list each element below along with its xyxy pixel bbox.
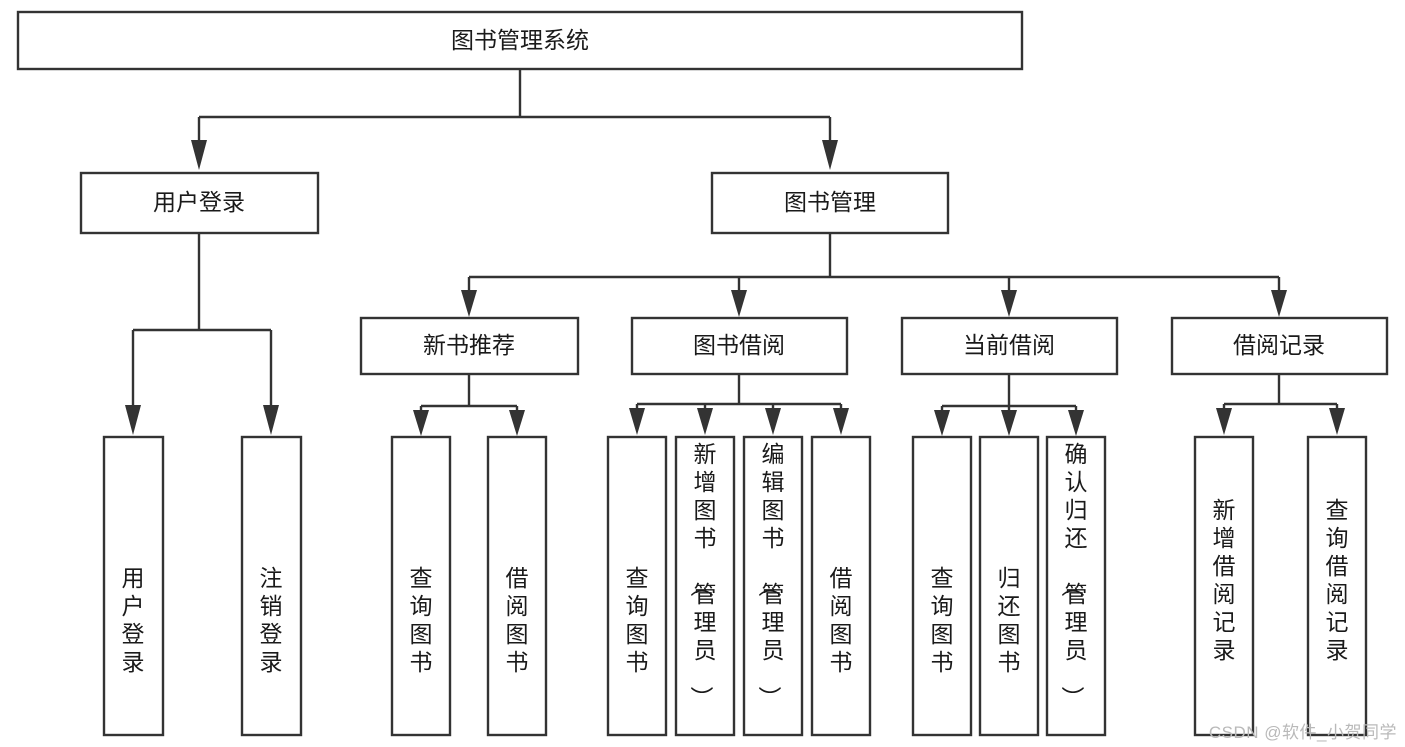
node-book-borrow-box[interactable] bbox=[630, 316, 849, 376]
node-leaf-borrow-book-1-box[interactable] bbox=[486, 435, 548, 737]
node-leaf-borrow-book-1-label: 借阅图书 bbox=[506, 565, 529, 675]
arrow-head-book-manage bbox=[822, 140, 838, 170]
node-leaf-query-book-1[interactable]: 查询图书 bbox=[390, 435, 452, 737]
node-root-box[interactable] bbox=[16, 10, 1024, 71]
node-leaf-confirm-return-box[interactable] bbox=[1045, 435, 1107, 737]
arrow-head-leaf-edit-book bbox=[765, 408, 781, 435]
arrow-head-leaf-borrow-book-2 bbox=[833, 408, 849, 435]
node-leaf-edit-book[interactable]: 编辑图书（管理员） bbox=[742, 435, 804, 737]
node-borrow-record-box[interactable] bbox=[1170, 316, 1389, 376]
node-leaf-logout-label: 注销登录 bbox=[260, 565, 283, 675]
node-new-book-rec-label: 新书推荐 bbox=[423, 332, 515, 358]
node-leaf-query-book-2-label: 查询图书 bbox=[626, 565, 649, 675]
node-leaf-user-login[interactable]: 用户登录 bbox=[102, 435, 165, 737]
node-leaf-confirm-return-label: 确认归还（管理员） bbox=[1060, 441, 1088, 709]
node-leaf-user-login-box[interactable] bbox=[102, 435, 165, 737]
arrow-head-borrow-record bbox=[1271, 290, 1287, 317]
node-leaf-return-book-box[interactable] bbox=[978, 435, 1040, 737]
node-leaf-add-record-label: 新增借阅记录 bbox=[1213, 497, 1236, 663]
node-leaf-confirm-return[interactable]: 确认归还（管理员） bbox=[1045, 435, 1107, 737]
node-leaf-add-record-box[interactable] bbox=[1193, 435, 1255, 737]
arrow-head-leaf-user-login bbox=[125, 405, 141, 435]
node-user-login-label: 用户登录 bbox=[153, 189, 245, 215]
node-leaf-logout[interactable]: 注销登录 bbox=[240, 435, 303, 737]
node-leaf-borrow-book-1[interactable]: 借阅图书 bbox=[486, 435, 548, 737]
arrow-head-leaf-query-book-2 bbox=[629, 408, 645, 435]
node-leaf-edit-book-label: 编辑图书（管理员） bbox=[757, 441, 785, 709]
arrow-head-leaf-query-record bbox=[1329, 408, 1345, 435]
node-user-login-box[interactable] bbox=[79, 171, 320, 235]
arrow-head-leaf-query-book-1 bbox=[413, 410, 429, 436]
node-leaf-user-login-label: 用户登录 bbox=[122, 565, 145, 675]
node-current-borrow-box[interactable] bbox=[900, 316, 1119, 376]
node-leaf-query-book-1-box[interactable] bbox=[390, 435, 452, 737]
arrow-head-leaf-borrow-book-1 bbox=[509, 410, 525, 436]
node-leaf-query-book-2[interactable]: 查询图书 bbox=[606, 435, 668, 737]
node-leaf-add-book-box[interactable] bbox=[674, 435, 736, 737]
node-root-label: 图书管理系统 bbox=[451, 27, 589, 53]
arrow-head-leaf-query-book-3 bbox=[934, 410, 950, 436]
node-leaf-add-book-label: 新增图书（管理员） bbox=[689, 441, 717, 709]
node-leaf-add-book[interactable]: 新增图书（管理员） bbox=[674, 435, 736, 737]
node-book-borrow[interactable]: 图书借阅 bbox=[630, 316, 849, 376]
node-leaf-borrow-book-2[interactable]: 借阅图书 bbox=[810, 435, 872, 737]
node-borrow-record-label: 借阅记录 bbox=[1233, 332, 1325, 358]
node-leaf-query-record[interactable]: 查询借阅记录 bbox=[1306, 435, 1368, 737]
node-leaf-query-book-3[interactable]: 查询图书 bbox=[911, 435, 973, 737]
node-leaf-query-book-2-box[interactable] bbox=[606, 435, 668, 737]
arrow-head-leaf-logout bbox=[263, 405, 279, 435]
connector-layer bbox=[125, 69, 1345, 436]
arrow-head-current-borrow bbox=[1001, 290, 1017, 317]
arrow-head-leaf-add-record bbox=[1216, 408, 1232, 435]
node-leaf-query-record-label: 查询借阅记录 bbox=[1326, 497, 1349, 663]
node-book-manage-box[interactable] bbox=[710, 171, 950, 235]
node-root[interactable]: 图书管理系统 bbox=[16, 10, 1024, 71]
arrow-head-user-login bbox=[191, 140, 207, 170]
node-leaf-query-book-1-label: 查询图书 bbox=[410, 565, 433, 675]
node-new-book-rec[interactable]: 新书推荐 bbox=[359, 316, 580, 376]
node-user-login[interactable]: 用户登录 bbox=[79, 171, 320, 235]
node-leaf-add-record[interactable]: 新增借阅记录 bbox=[1193, 435, 1255, 737]
node-current-borrow-label: 当前借阅 bbox=[963, 332, 1055, 358]
node-leaf-return-book-label: 归还图书 bbox=[998, 565, 1021, 675]
node-leaf-borrow-book-2-box[interactable] bbox=[810, 435, 872, 737]
arrow-head-leaf-return-book bbox=[1001, 410, 1017, 436]
node-leaf-query-record-box[interactable] bbox=[1306, 435, 1368, 737]
arrow-head-leaf-confirm-return bbox=[1068, 410, 1084, 436]
arrow-head-new-book-rec bbox=[461, 290, 477, 317]
node-leaf-edit-book-box[interactable] bbox=[742, 435, 804, 737]
node-current-borrow[interactable]: 当前借阅 bbox=[900, 316, 1119, 376]
arrow-head-leaf-add-book bbox=[697, 408, 713, 435]
node-leaf-borrow-book-2-label: 借阅图书 bbox=[830, 565, 853, 675]
node-leaf-logout-box[interactable] bbox=[240, 435, 303, 737]
node-borrow-record[interactable]: 借阅记录 bbox=[1170, 316, 1389, 376]
node-new-book-rec-box[interactable] bbox=[359, 316, 580, 376]
node-leaf-return-book[interactable]: 归还图书 bbox=[978, 435, 1040, 737]
node-leaf-query-book-3-label: 查询图书 bbox=[931, 565, 954, 675]
node-leaf-query-book-3-box[interactable] bbox=[911, 435, 973, 737]
arrow-head-book-borrow bbox=[731, 290, 747, 317]
node-book-manage-label: 图书管理 bbox=[784, 189, 876, 215]
node-book-manage[interactable]: 图书管理 bbox=[710, 171, 950, 235]
node-book-borrow-label: 图书借阅 bbox=[693, 332, 785, 358]
